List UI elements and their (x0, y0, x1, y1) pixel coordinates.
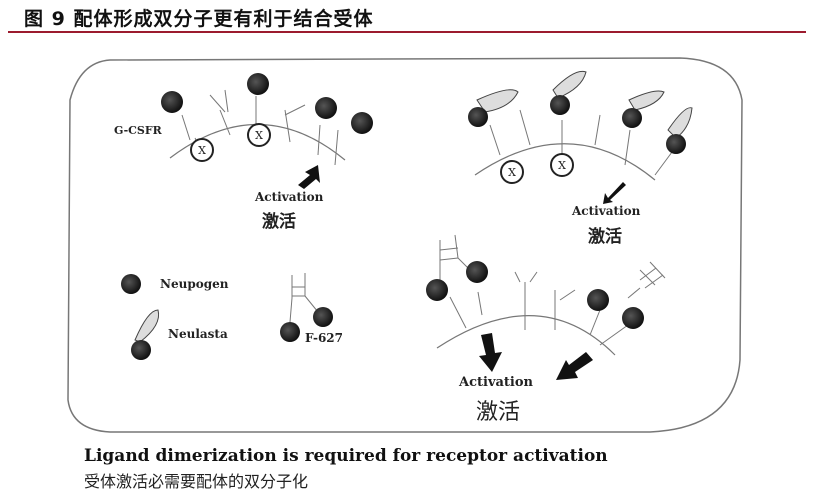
f627-ligand (622, 307, 644, 329)
activation-label-zh: 激活 (476, 400, 521, 425)
title-divider (8, 31, 806, 33)
panel-top-right (468, 70, 693, 204)
blocked-marker-label: X (508, 166, 516, 179)
neupogen-legend-icon (121, 274, 141, 294)
activation-arrow (556, 352, 593, 380)
figure-title: 图 9 配体形成双分子更有利于结合受体 (24, 8, 374, 30)
cell-membrane (474, 143, 656, 181)
f627-legend-icon (313, 307, 333, 327)
panel-top-left (161, 73, 373, 189)
neupogen-ligand (247, 73, 269, 95)
blocked-marker (550, 153, 574, 177)
f627-ligand (587, 289, 609, 311)
activation-arrow (298, 165, 320, 189)
activation-label-en: Activation (255, 190, 324, 204)
activation-label-en: Activation (459, 375, 533, 390)
blocked-marker-label: X (255, 129, 263, 142)
panel-bottom-right (426, 234, 666, 380)
activation-arrow (479, 333, 502, 372)
diagram-frame (67, 57, 743, 433)
legend-graphics (121, 273, 333, 360)
neupogen-ligand (351, 112, 373, 134)
activation-label-zh: 激活 (588, 227, 622, 247)
receptor-label: G-CSFR (114, 124, 162, 137)
neulasta-peg-wedge (667, 107, 693, 139)
caption-chinese: 受体激活必需要配体的双分子化 (84, 472, 309, 491)
caption-english: Ligand dimerization is required for rece… (84, 446, 608, 466)
cell-membrane (436, 315, 616, 356)
f627-legend-icon (280, 322, 300, 342)
neupogen-ligand (161, 91, 183, 113)
neulasta-ligand (468, 107, 488, 127)
legend-neupogen-label: Neupogen (160, 277, 229, 291)
activation-label-zh: 激活 (262, 212, 296, 232)
legend-f627-label: F-627 (305, 331, 344, 345)
neulasta-legend-wedge (134, 309, 160, 343)
blocked-marker (247, 123, 271, 147)
neulasta-ligand (550, 95, 570, 115)
neulasta-peg-wedge (628, 90, 665, 111)
activation-arrow (603, 182, 626, 204)
neulasta-legend-icon (131, 340, 151, 360)
blocked-marker-label: X (558, 159, 566, 172)
neulasta-peg-wedge (476, 89, 519, 113)
f627-ligand (466, 261, 488, 283)
neulasta-peg-wedge (552, 70, 587, 99)
f627-ligand (426, 279, 448, 301)
activation-label-en: Activation (572, 204, 641, 218)
blocked-marker (500, 160, 524, 184)
blocked-marker (190, 138, 214, 162)
legend-neulasta-label: Neulasta (168, 327, 228, 341)
neupogen-ligand (315, 97, 337, 119)
neulasta-ligand (622, 108, 642, 128)
blocked-marker-label: X (198, 144, 206, 157)
neulasta-ligand (666, 134, 686, 154)
